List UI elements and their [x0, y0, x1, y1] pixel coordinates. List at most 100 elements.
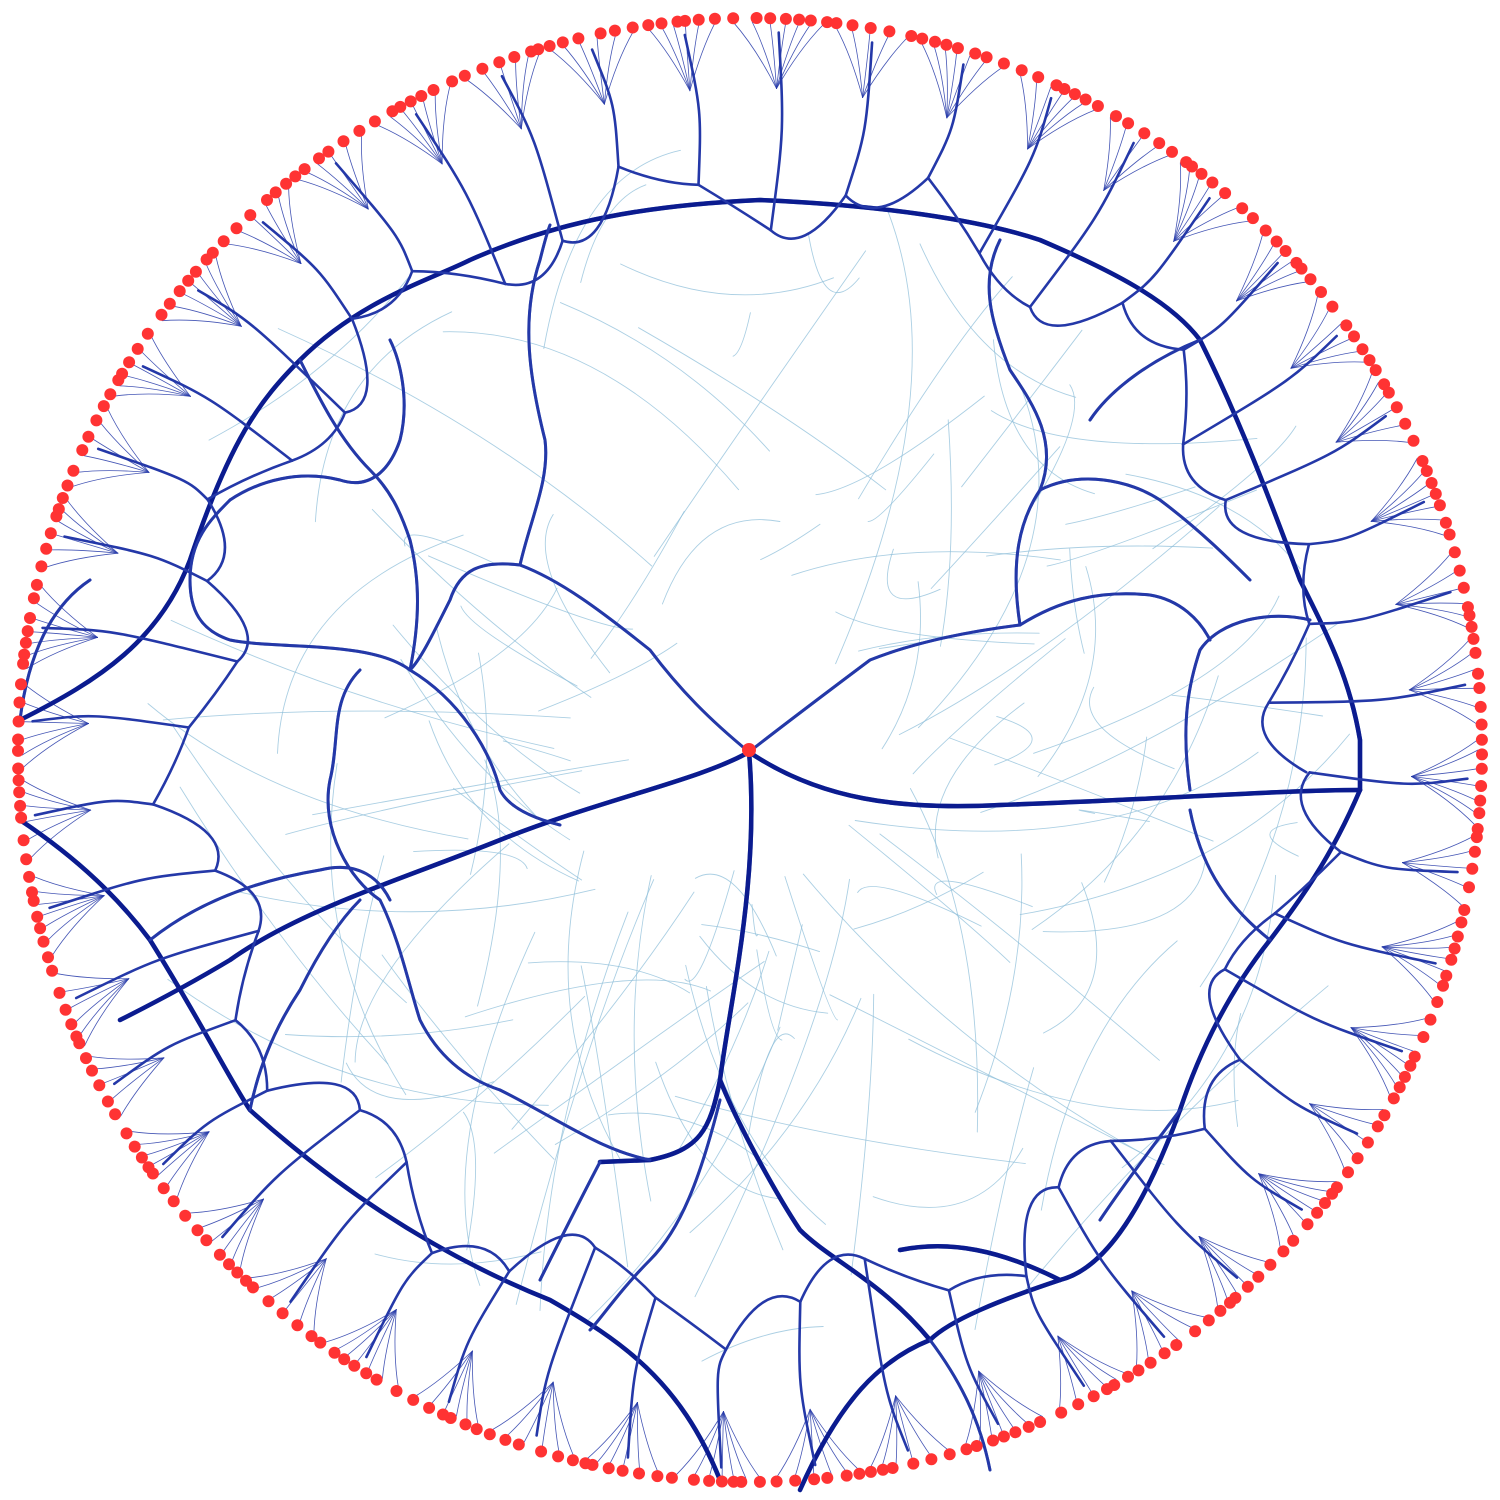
bundle-halo	[408, 668, 562, 827]
leaf-fan-edge	[190, 282, 242, 327]
leaf-node	[76, 444, 89, 457]
spoke-edge	[1121, 197, 1211, 304]
ring-edge	[205, 498, 227, 583]
leaf-fan-edge	[604, 34, 617, 105]
leaf-node	[1068, 88, 1081, 101]
bundle-halo	[1018, 592, 1212, 642]
leaf-node	[44, 527, 57, 540]
leaf-node	[182, 274, 195, 287]
fine-edge	[374, 1251, 542, 1265]
fine-edge	[909, 788, 979, 1133]
leaf-node	[1457, 581, 1470, 594]
spoke-edge	[1109, 1139, 1239, 1279]
fine-edge	[1046, 489, 1257, 567]
leaf-fan-edge	[776, 23, 800, 89]
bundle-halo	[408, 562, 751, 754]
leaf-node	[476, 62, 489, 75]
leaf-node	[508, 51, 521, 63]
leaf-fan-edge	[182, 293, 242, 327]
fine-edge	[1233, 1013, 1242, 1127]
leaf-node	[1270, 235, 1283, 248]
leaf-fan-edge	[325, 1309, 397, 1343]
trunk-edge	[797, 787, 1363, 1493]
leaf-node	[26, 886, 38, 899]
fine-edge	[835, 611, 1035, 645]
leaf-fan-edge	[150, 335, 191, 397]
leaf-fan-edge	[456, 1350, 473, 1417]
leaf-fan-edge	[471, 1350, 479, 1426]
leaf-fan-edge	[895, 1395, 949, 1451]
leaf-fan-edge	[978, 1370, 993, 1438]
leaf-fan-edge	[895, 1395, 913, 1461]
fine-edge	[684, 870, 735, 982]
leaf-fan-edge	[62, 978, 130, 992]
leaf-fan-edge	[721, 1411, 724, 1478]
spoke-edge	[447, 1270, 511, 1404]
fine-edge	[908, 1038, 1239, 1111]
leaf-fan-edge	[520, 52, 540, 130]
leaf-fan-edge	[144, 1131, 210, 1156]
leaf-fan-edge	[99, 421, 150, 473]
leaf-fan-edge	[1290, 338, 1352, 369]
leaf-node	[17, 834, 30, 847]
fine-edge	[1269, 822, 1299, 857]
leaf-fan-edge	[809, 1408, 860, 1471]
ring-edge	[430, 1244, 511, 1273]
fine-edge	[930, 446, 1061, 589]
ring-edge	[343, 317, 369, 414]
ring-edge	[617, 165, 700, 187]
leaf-node	[840, 1469, 853, 1482]
leaf-fan-edge	[1411, 776, 1475, 825]
fine-edge	[179, 786, 389, 1065]
leaf-fan-edge	[176, 1131, 210, 1200]
fine-edge	[1103, 736, 1148, 883]
leaf-node	[864, 1465, 877, 1478]
leaf-fan-edge	[226, 243, 302, 264]
leaf-fan-edge	[56, 973, 130, 980]
leaf-node	[1132, 1364, 1145, 1377]
leaf-node	[1433, 499, 1446, 512]
spoke-edge	[683, 33, 702, 187]
trunk-edge	[597, 749, 754, 1165]
leaf-fan-edge	[336, 1309, 397, 1350]
leaf-node	[1458, 904, 1471, 916]
spoke-edge	[1203, 1127, 1303, 1211]
leaf-node	[753, 1475, 766, 1488]
leaf-node	[960, 1443, 973, 1456]
leaf-node	[305, 1330, 318, 1343]
fine-edge	[208, 272, 413, 441]
fine-edge	[992, 339, 1095, 495]
leaf-node	[1348, 330, 1360, 343]
leaf-fan-edge	[1057, 1335, 1117, 1380]
fine-edge	[694, 878, 850, 1298]
leaf-fan-edge	[21, 723, 89, 756]
spoke-edge	[1028, 141, 1135, 309]
leaf-node	[1304, 273, 1317, 286]
leaf-node	[1279, 245, 1292, 257]
leaf-node	[1195, 167, 1208, 180]
leaf-fan-edge	[58, 521, 119, 554]
spoke-edge	[41, 626, 239, 663]
leaf-node	[566, 1454, 579, 1467]
fine-edge	[1078, 809, 1150, 822]
branch-edge	[518, 223, 552, 567]
leaf-fan-edge	[137, 1131, 210, 1145]
leaf-node	[1087, 1390, 1100, 1403]
leaf-node	[423, 1401, 436, 1414]
leaf-fan-edge	[1131, 1290, 1163, 1351]
fine-edge	[590, 510, 685, 659]
leaf-node	[1475, 733, 1488, 746]
leaf-fan-edge	[222, 1198, 264, 1253]
leaf-node	[1473, 682, 1486, 694]
leaf-node	[1009, 1426, 1022, 1439]
leaf-fan-edge	[1395, 553, 1452, 605]
leaf-fan-edge	[376, 124, 443, 165]
leaf-node	[390, 1385, 403, 1397]
leaf-node	[97, 400, 110, 413]
fine-edge	[170, 619, 555, 749]
fine-edge	[1040, 940, 1178, 1211]
bundle-halo	[188, 498, 412, 672]
fine-edge	[934, 702, 1025, 859]
leaf-node	[80, 1052, 92, 1065]
fine-edge	[653, 250, 867, 557]
